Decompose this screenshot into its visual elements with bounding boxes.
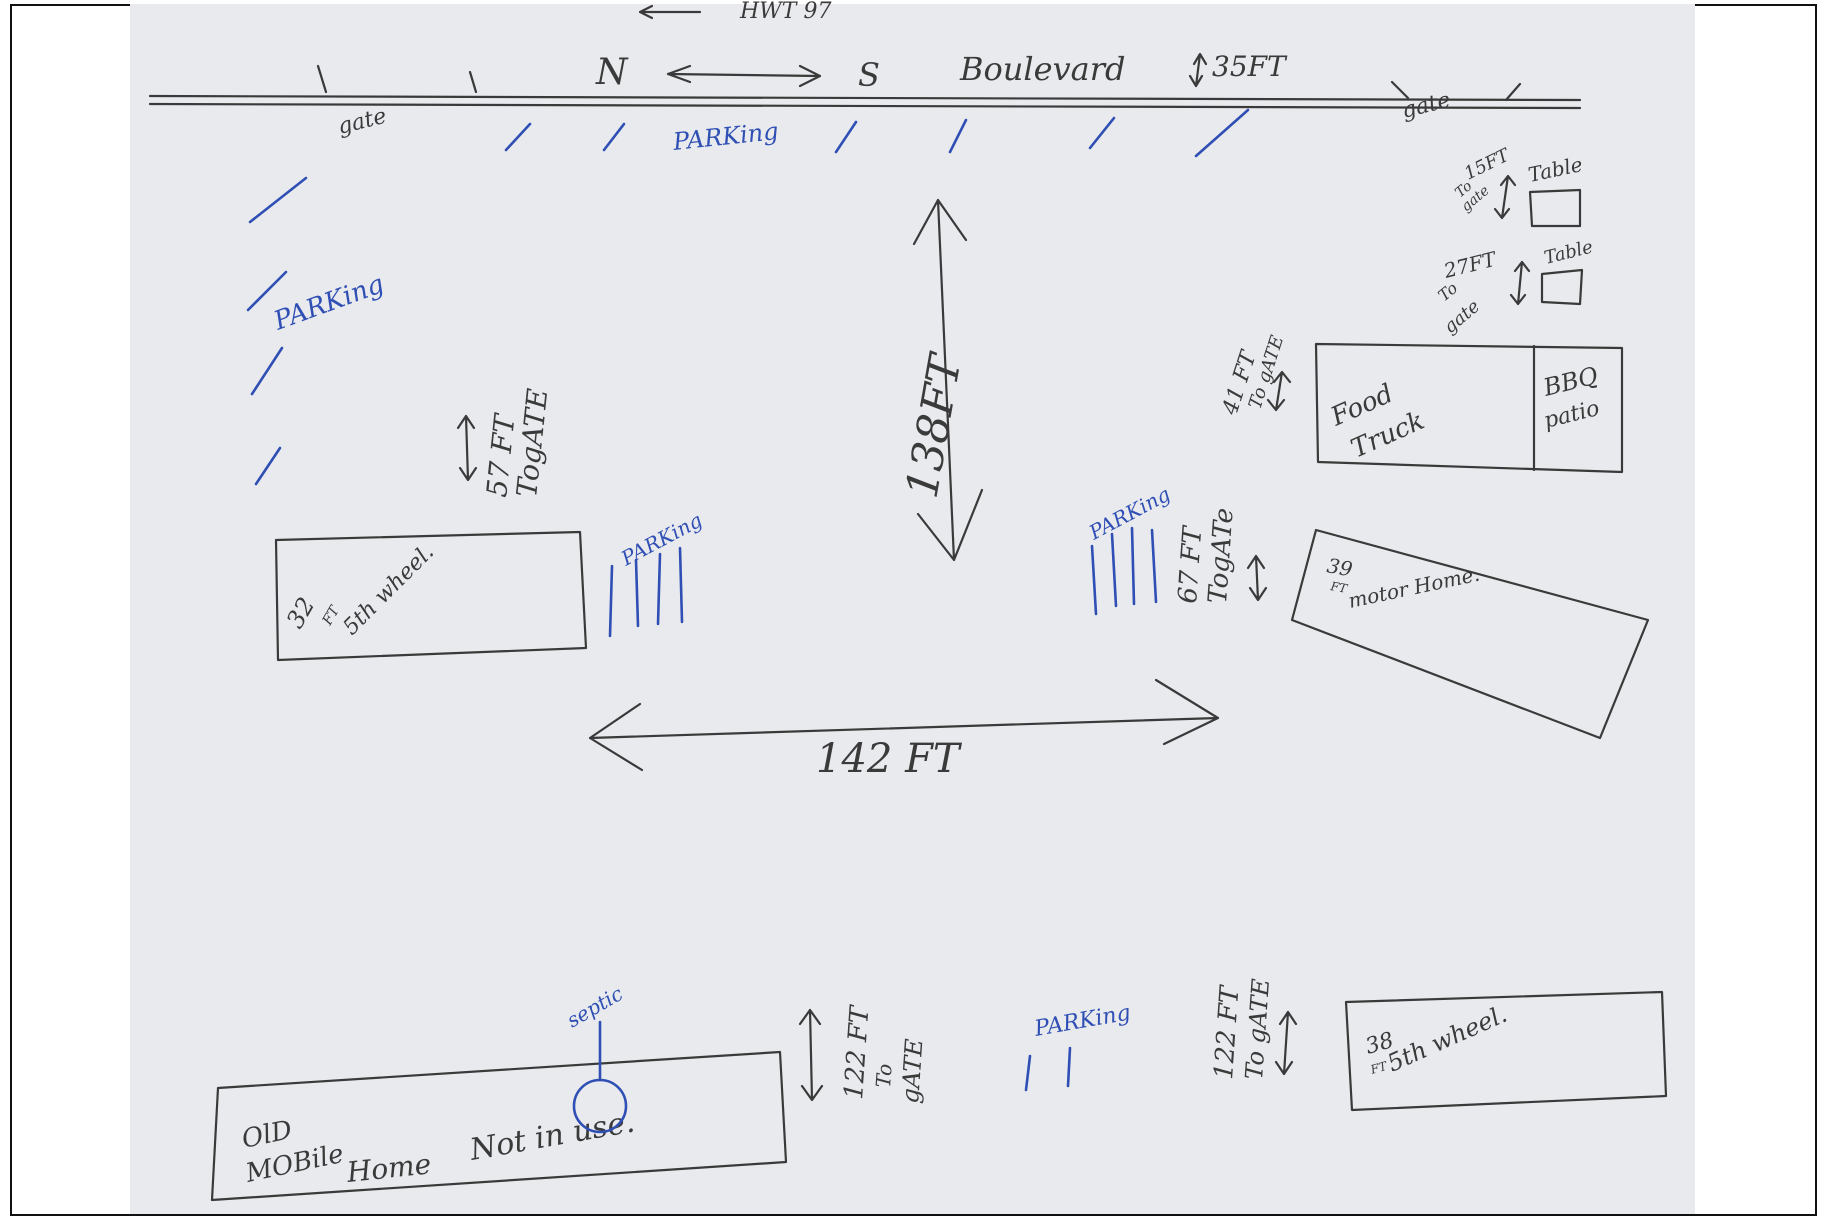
- top-note: HWT 97: [739, 0, 831, 24]
- top-note-arrow: [638, 4, 702, 20]
- fifth-wheel-left-length: 32: [281, 593, 321, 633]
- table-2-distance-2: To: [1434, 278, 1461, 305]
- bottom-left-gate-distance-1: 122 FT: [839, 1004, 876, 1101]
- table-2-box: [1540, 268, 1584, 306]
- gate-left-marks: [316, 64, 478, 94]
- table-2-distance-arrow: [1509, 260, 1531, 306]
- food-truck-box: [1314, 342, 1624, 474]
- fifth-wheel-right-type: 5th wheel.: [1383, 1000, 1511, 1078]
- road-name-label: Boulevard: [959, 50, 1126, 88]
- paper-sheet: [130, 4, 1695, 1214]
- motor-home-unit: FT: [1328, 579, 1348, 596]
- parking-stripes-top: [504, 108, 1250, 158]
- road-north-label: N: [595, 52, 629, 93]
- left-gate-distance-arrow: [456, 414, 478, 482]
- mobile-home-box: [210, 1050, 788, 1202]
- fifth-wheel-right-box: [1344, 990, 1668, 1112]
- bottom-right-gate-distance-arrow: [1274, 1010, 1298, 1076]
- parking-label-left: PARKing: [269, 269, 388, 337]
- gate-right-label: gate: [1399, 88, 1453, 124]
- fifth-wheel-left-box: [274, 530, 588, 662]
- parking-label-top: PARKing: [671, 117, 780, 156]
- bottom-left-gate-distance-arrow: [798, 1008, 824, 1102]
- table-1-label: Table: [1526, 152, 1585, 187]
- horizontal-dimension-label: 142 FT: [816, 736, 963, 782]
- septic-label: septic: [563, 981, 627, 1032]
- bbq-label-1: BBQ: [1540, 361, 1601, 402]
- gate-right-marks: [1390, 80, 1522, 102]
- table-2-label: Table: [1542, 237, 1595, 269]
- bottom-right-gate-distance-2: To gATE: [1240, 977, 1275, 1080]
- mobile-home-label-1: OlD: [239, 1115, 295, 1155]
- parking-stripes-mid-left: [608, 546, 684, 638]
- vertical-dimension-label: 138FT: [897, 348, 973, 502]
- fifth-wheel-left-type: 5th wheel.: [339, 540, 439, 640]
- left-gate-distance-2: TogATE: [510, 387, 554, 499]
- food-gate-distance-arrow: [1266, 370, 1292, 412]
- bottom-left-gate-distance-3: gATE: [896, 1037, 928, 1104]
- right-gate-distance-arrow: [1246, 554, 1268, 602]
- road-south-label: S: [858, 56, 880, 94]
- road-edge-line-2: [148, 102, 1582, 110]
- parking-stripes-left: [246, 176, 308, 486]
- parking-stripes-mid-right: [1090, 526, 1158, 616]
- vertical-dimension-arrow: [912, 198, 984, 562]
- right-gate-distance-2: TogATe: [1203, 507, 1240, 605]
- motor-home-box: [1290, 528, 1650, 740]
- parking-label-bottom: PARKing: [1032, 1000, 1133, 1042]
- bottom-left-gate-distance-2: To: [871, 1063, 897, 1088]
- table-2-distance-1: 27FT: [1440, 246, 1499, 283]
- mobile-home-label-4: Not in use.: [466, 1105, 637, 1169]
- road-width-label: 35FT: [1212, 50, 1288, 83]
- north-south-arrow: [666, 64, 822, 88]
- road-width-arrow: [1188, 52, 1208, 88]
- road-edge-line: [148, 94, 1582, 102]
- table-1-distance-arrow: [1493, 174, 1517, 220]
- mobile-home-label-3: Home: [344, 1147, 432, 1189]
- horizontal-dimension-arrow: [588, 678, 1220, 772]
- table-1-box: [1528, 188, 1582, 228]
- parking-label-mid-left: PARKing: [616, 508, 706, 571]
- parking-label-mid-right: PARKing: [1084, 482, 1174, 545]
- bottom-right-gate-distance-1: 122 FT: [1209, 984, 1246, 1081]
- motor-home-type: motor Home.: [1346, 562, 1482, 613]
- gate-left-label: gate: [335, 104, 389, 140]
- bbq-label-2: patio: [1541, 396, 1602, 434]
- right-gate-distance-1: 67 FT: [1173, 524, 1208, 604]
- fifth-wheel-right-unit: FT: [1368, 1059, 1389, 1078]
- parking-stripes-bottom: [1024, 1046, 1072, 1092]
- motor-home-length: 39: [1325, 553, 1355, 581]
